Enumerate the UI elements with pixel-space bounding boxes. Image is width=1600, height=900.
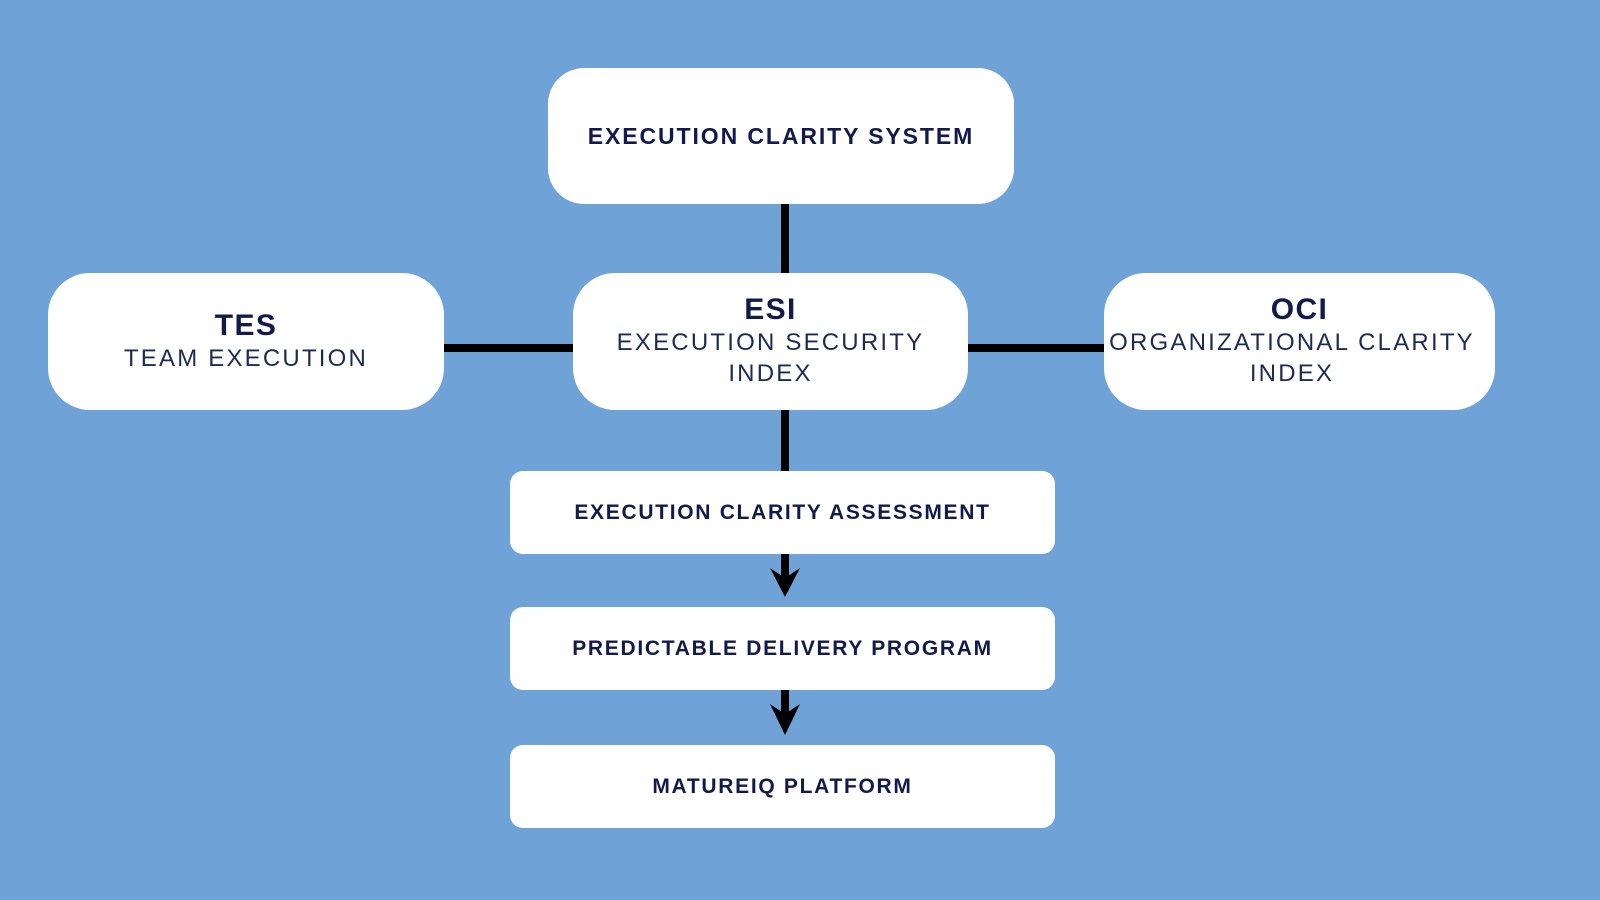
node-pillar-esi[interactable]: ESI EXECUTION SECURITY INDEX [573,273,968,410]
node-pillar-oci[interactable]: OCI ORGANIZATIONAL CLARITY INDEX [1104,273,1495,410]
connector-esi-to-assessment [781,409,789,477]
arrow-assessment-to-program [770,554,800,597]
connector-esi-to-oci [965,344,1110,352]
node-abbr: TES [214,308,278,342]
connector-tes-to-esi [440,344,580,352]
node-title: PREDICTABLE DELIVERY PROGRAM [572,636,993,660]
node-pillar-tes[interactable]: TES TEAM EXECUTION [48,273,444,410]
node-predictable-delivery-program[interactable]: PREDICTABLE DELIVERY PROGRAM [510,607,1055,690]
node-execution-clarity-system[interactable]: EXECUTION CLARITY SYSTEM [548,68,1014,204]
node-matureiq-platform[interactable]: MATUREIQ PLATFORM [510,745,1055,828]
node-title: MATUREIQ PLATFORM [652,774,913,798]
arrow-program-to-platform [770,690,800,735]
node-abbr: OCI [1270,293,1329,327]
node-title: EXECUTION CLARITY ASSESSMENT [574,500,991,524]
connector-system-to-esi [781,203,789,275]
node-title: EXECUTION CLARITY SYSTEM [587,122,975,149]
node-full-name: TEAM EXECUTION [123,344,369,372]
node-full-name: ORGANIZATIONAL CLARITY INDEX [1109,329,1475,387]
node-abbr: ESI [744,293,797,327]
node-full-name: EXECUTION SECURITY INDEX [616,329,925,387]
node-execution-clarity-assessment[interactable]: EXECUTION CLARITY ASSESSMENT [510,471,1055,554]
